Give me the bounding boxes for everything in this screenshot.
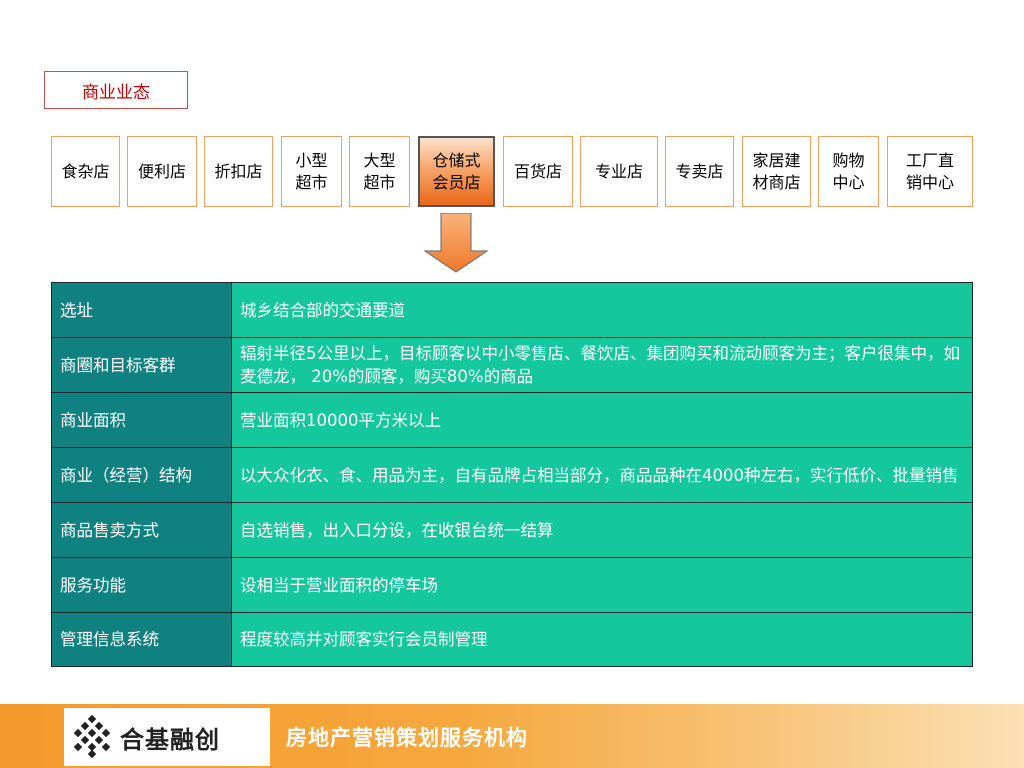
section-title: 商业业态 — [44, 71, 188, 109]
row-value-trade-area: 辐射半径5公里以上，目标顾客以中小零售店、餐饮店、集团购买和流动顾客为主；客户很… — [231, 337, 973, 393]
row-key-trade-area: 商圈和目标客群 — [51, 337, 232, 393]
format-item-specialty-store[interactable]: 专业店 — [580, 136, 658, 207]
row-key-sales-method: 商品售卖方式 — [51, 502, 232, 558]
company-logo: 合基融创 — [64, 708, 270, 766]
format-detail-table: 选址 城乡结合部的交通要道 商圈和目标客群 辐射半径5公里以上，目标顾客以中小零… — [51, 282, 973, 667]
format-item-brand-store[interactable]: 专卖店 — [665, 136, 734, 207]
footer-slogan: 房地产营销策划服务机构 — [286, 726, 528, 750]
table-row: 选址 城乡结合部的交通要道 — [51, 282, 973, 338]
format-item-home-building[interactable]: 家居建 材商店 — [742, 136, 811, 207]
row-key-area: 商业面积 — [51, 392, 232, 448]
format-item-large-supermarket[interactable]: 大型 超市 — [349, 136, 410, 207]
format-item-department-store[interactable]: 百货店 — [503, 136, 573, 207]
row-key-service: 服务功能 — [51, 557, 232, 613]
table-row: 商品售卖方式 自选销售，出入口分设，在收银台统一结算 — [51, 502, 973, 558]
format-item-shopping-center[interactable]: 购物 中心 — [818, 136, 879, 207]
format-item-discount[interactable]: 折扣店 — [204, 136, 273, 207]
row-key-location: 选址 — [51, 282, 232, 338]
format-item-warehouse-club[interactable]: 仓储式 会员店 — [418, 136, 495, 207]
table-row: 商业（经营）结构 以大众化衣、食、用品为主，自有品牌占相当部分，商品品种在400… — [51, 447, 973, 503]
row-value-service: 设相当于营业面积的停车场 — [231, 557, 973, 613]
row-value-mis: 程度较高并对顾客实行会员制管理 — [231, 612, 973, 667]
format-item-small-supermarket[interactable]: 小型 超市 — [281, 136, 342, 207]
row-key-structure: 商业（经营）结构 — [51, 447, 232, 503]
retail-format-list: 食杂店 便利店 折扣店 小型 超市 大型 超市 仓储式 会员店 百货店 专业店 … — [0, 136, 1024, 208]
down-arrow-icon — [424, 213, 488, 273]
table-row: 商圈和目标客群 辐射半径5公里以上，目标顾客以中小零售店、餐饮店、集团购买和流动… — [51, 337, 973, 393]
row-value-area: 营业面积10000平方米以上 — [231, 392, 973, 448]
format-item-factory-outlet[interactable]: 工厂直 销中心 — [887, 136, 973, 207]
format-item-grocery[interactable]: 食杂店 — [51, 136, 120, 207]
row-value-sales-method: 自选销售，出入口分设，在收银台统一结算 — [231, 502, 973, 558]
knot-logo-icon — [73, 715, 111, 759]
table-row: 服务功能 设相当于营业面积的停车场 — [51, 557, 973, 613]
logo-text: 合基融创 — [120, 724, 220, 754]
table-row: 商业面积 营业面积10000平方米以上 — [51, 392, 973, 448]
table-row: 管理信息系统 程度较高并对顾客实行会员制管理 — [51, 612, 973, 667]
row-value-structure: 以大众化衣、食、用品为主，自有品牌占相当部分，商品品种在4000种左右，实行低价… — [231, 447, 973, 503]
row-value-location: 城乡结合部的交通要道 — [231, 282, 973, 338]
row-key-mis: 管理信息系统 — [51, 612, 232, 667]
format-item-convenience[interactable]: 便利店 — [127, 136, 197, 207]
